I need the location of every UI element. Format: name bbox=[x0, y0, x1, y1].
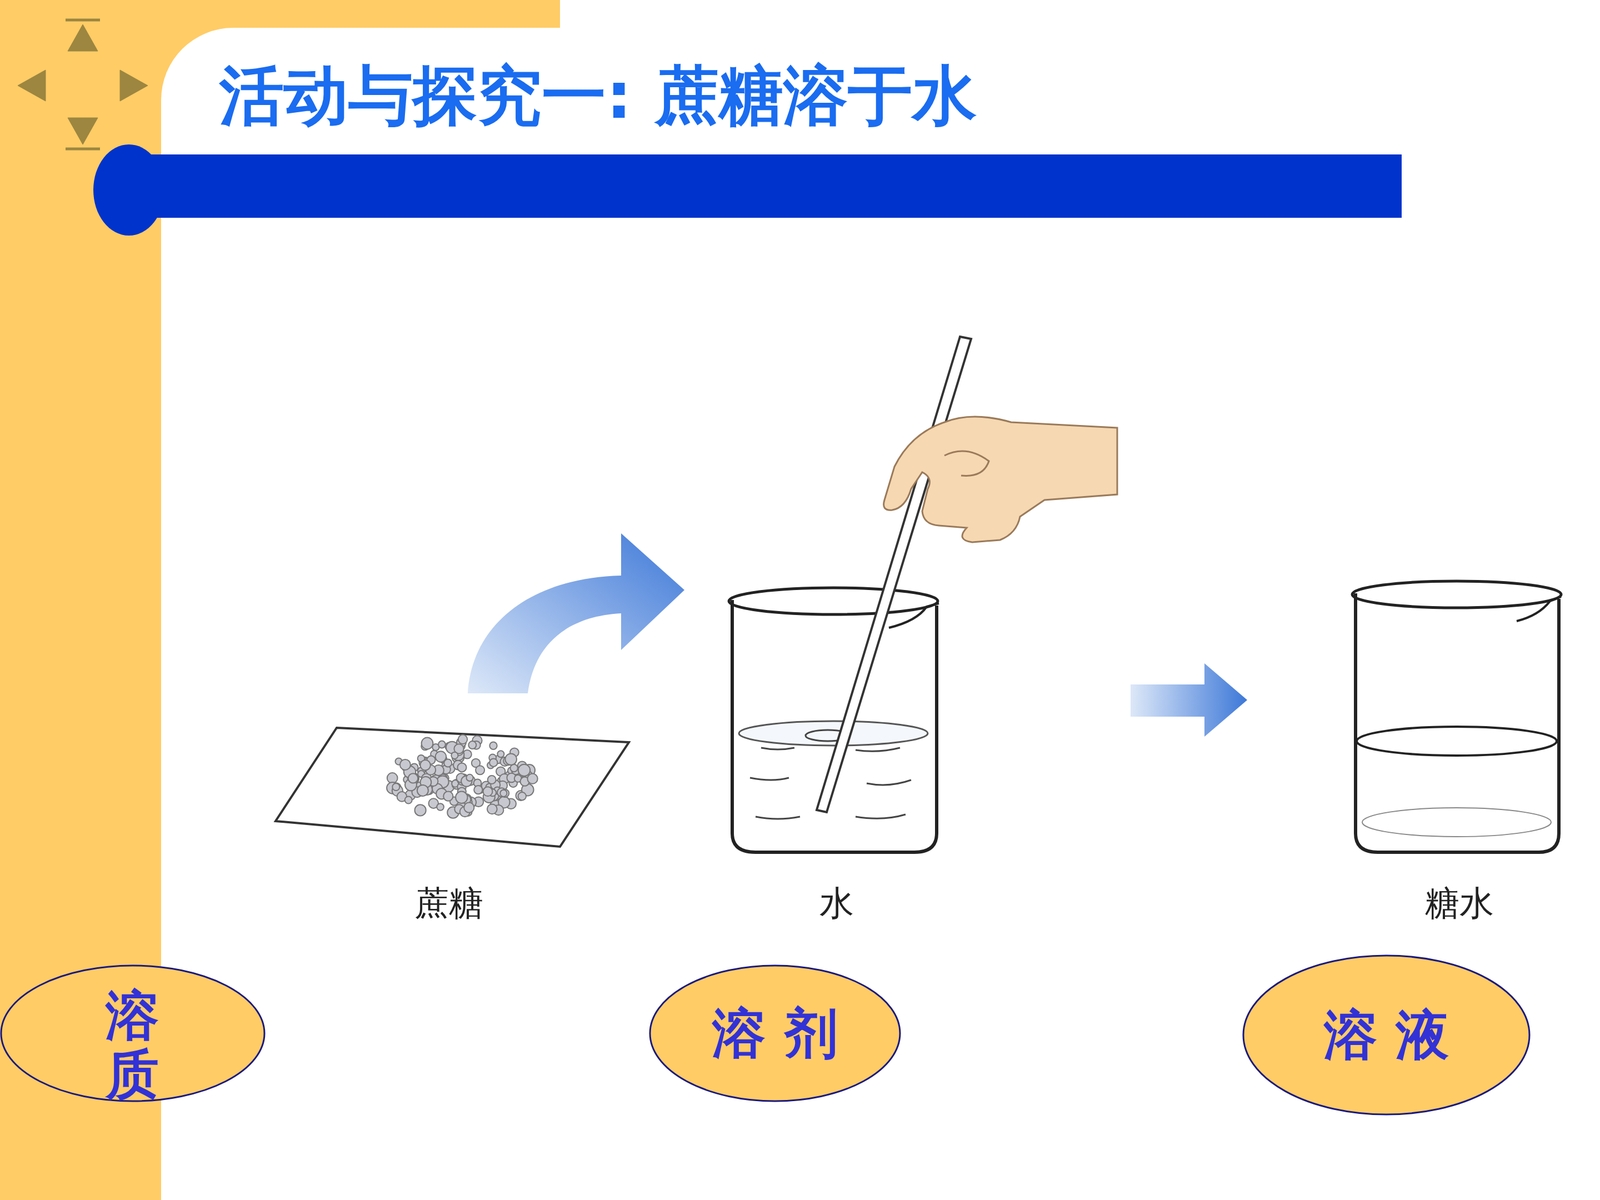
figure-caption: 糖水 bbox=[1425, 880, 1494, 927]
concept-ellipse: 溶 液 bbox=[1242, 954, 1531, 1116]
concept-label: 溶 液 bbox=[1323, 1008, 1449, 1062]
slide-title: 活动与探究一: 蔗糖溶于水 bbox=[219, 52, 977, 140]
figure-caption: 蔗糖 bbox=[414, 880, 484, 927]
concept-label: 溶 剂 bbox=[712, 1006, 838, 1060]
concept-label: 溶质 bbox=[105, 986, 159, 1104]
concept-ellipse: 溶 剂 bbox=[648, 964, 902, 1103]
figure-caption: 水 bbox=[819, 880, 854, 927]
concept-ellipse: 溶质 bbox=[0, 964, 266, 1103]
